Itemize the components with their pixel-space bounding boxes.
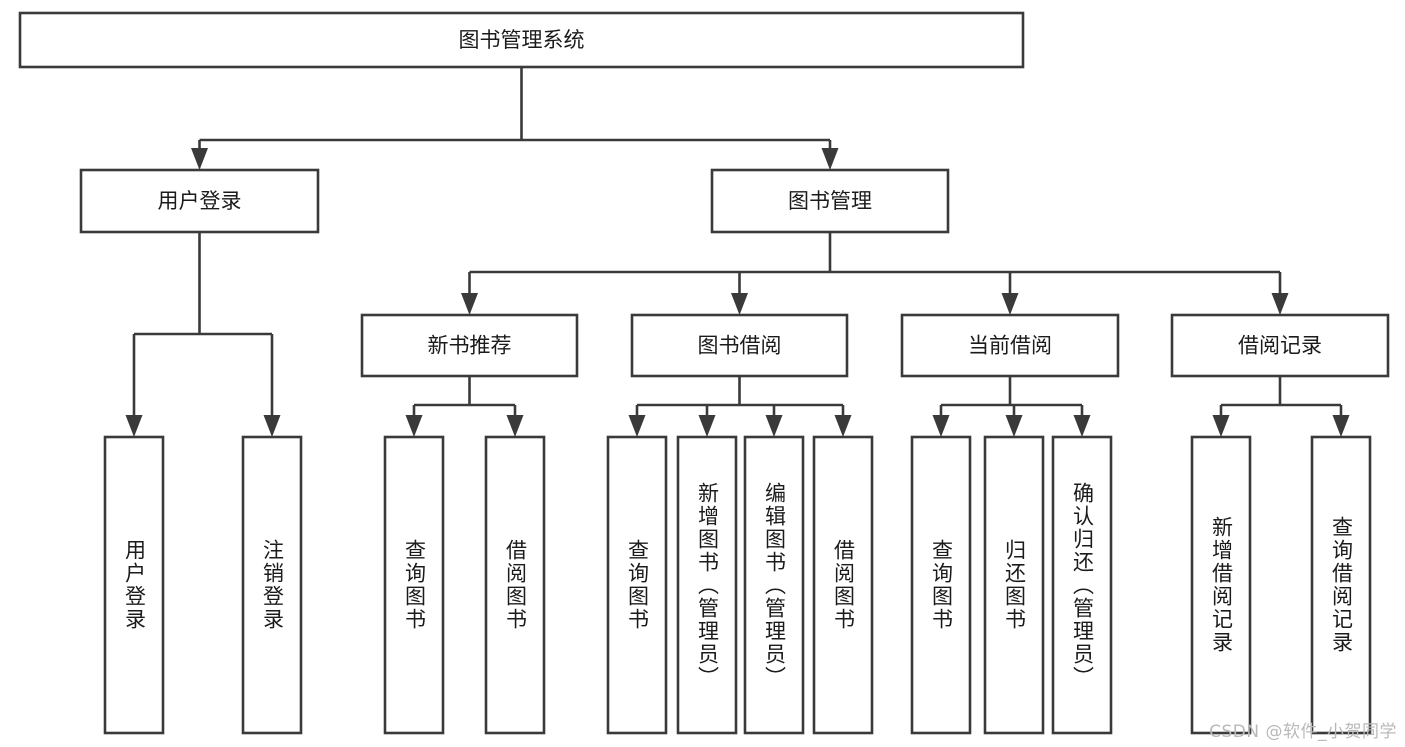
level3-node-box-3[interactable] [1170,313,1390,378]
arrow-head-icon-book-borrow-3 [834,415,852,437]
arrow-head-icon-book-borrow-1 [698,415,716,437]
level3-node-box-2[interactable] [900,313,1120,378]
level2-node-box-1[interactable] [710,168,950,234]
level3-node-label-2: 当前借阅 [968,334,1052,358]
arrow-head-icon-new-book-rec-1 [506,415,524,437]
level3-node-label-1: 图书借阅 [698,334,782,358]
arrow-head-icon-level3-0 [461,293,478,315]
leaf-node-box-6[interactable] [743,435,805,735]
leaf-node-box-10[interactable] [1051,435,1113,735]
arrow-head-icon-borrow-record-0 [1212,415,1230,437]
arrow-head-icon-borrow-record-1 [1332,415,1350,437]
leaf-node-box-1[interactable] [241,435,303,735]
level3-node-label-0: 新书推荐 [428,334,512,358]
level3-node-box-1[interactable] [630,313,849,378]
leaf-node-box-0[interactable] [103,435,165,735]
level2-node-box-0[interactable] [79,168,320,234]
level3-node-label-3: 借阅记录 [1238,334,1322,358]
leaf-node-box-12[interactable] [1310,435,1372,735]
leaf-node-box-9[interactable] [983,435,1045,735]
leaf-node-box-4[interactable] [606,435,668,735]
level2-node-label-0: 用户登录 [158,189,242,213]
root-node-box[interactable] [18,11,1025,69]
arrow-head-icon-new-book-rec-0 [405,415,423,437]
watermark-text: CSDN @软件_小贺同学 [1209,722,1397,742]
leaf-node-box-8[interactable] [910,435,972,735]
arrow-head-icon-book-borrow-0 [628,415,646,437]
node-boxes [18,11,1390,735]
level3-node-box-0[interactable] [360,313,579,378]
level2-node-label-1: 图书管理 [788,189,872,213]
arrow-head-icon-level2-1 [821,148,839,170]
leaf-node-box-7[interactable] [812,435,874,735]
arrow-head-icon-level3-2 [1001,293,1019,315]
arrow-head-icon-current-borrow-2 [1073,415,1091,437]
leaf-node-box-5[interactable] [676,435,738,735]
arrow-head-icon-level2-0 [191,148,208,170]
arrow-head-icon-book-borrow-2 [765,415,783,437]
connector-lines [125,67,1350,437]
root-node-label: 图书管理系统 [459,28,585,52]
arrow-head-icon-level3-1 [731,293,748,315]
arrow-head-icon-current-borrow-1 [1005,415,1023,437]
leaf-node-box-3[interactable] [484,435,546,735]
arrow-head-icon-current-borrow-0 [932,415,950,437]
arrow-head-icon-user-login-1 [263,415,281,437]
leaf-node-box-11[interactable] [1190,435,1252,735]
arrow-head-icon-level3-3 [1271,293,1289,315]
leaf-node-box-2[interactable] [383,435,445,735]
arrow-head-icon-user-login-0 [125,415,143,437]
